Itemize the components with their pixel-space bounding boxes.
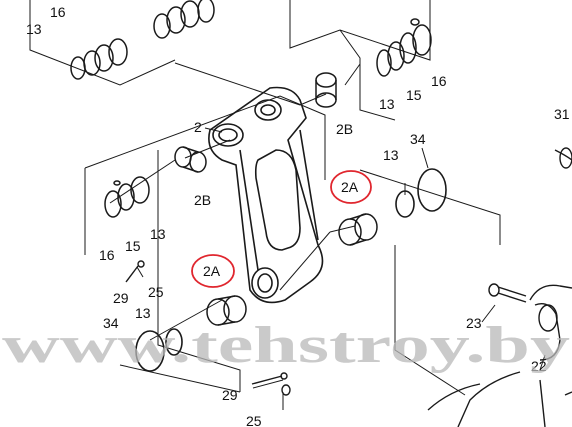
pin-fitting-lower xyxy=(251,372,291,396)
label-2a-left: 2A xyxy=(203,263,221,279)
bushing-2b-top xyxy=(315,72,337,108)
label-22: 22 xyxy=(531,358,547,374)
label-31: 31 xyxy=(554,106,570,122)
seal-bottom-left xyxy=(135,328,183,372)
label-16-top-right: 16 xyxy=(431,73,447,89)
label-13-top-right: 13 xyxy=(379,96,395,112)
panel-frames xyxy=(29,0,501,396)
label-2b-left: 2B xyxy=(194,192,211,208)
pin-fitting-upper xyxy=(125,260,145,283)
label-29-lower: 29 xyxy=(222,387,238,403)
highlight-2a-left xyxy=(191,254,235,288)
label-16-top-left: 16 xyxy=(50,4,66,20)
highlight-circles xyxy=(191,170,372,288)
left-hardware xyxy=(104,176,150,218)
highlight-2a-right xyxy=(330,170,372,204)
label-15-top-right: 15 xyxy=(406,87,422,103)
label-2: 2 xyxy=(194,119,202,135)
label-15-left: 15 xyxy=(125,238,141,254)
machine-housing xyxy=(427,147,572,427)
label-13-bottom-left: 13 xyxy=(135,305,151,321)
seal-right xyxy=(395,168,447,218)
bushing-2b-left xyxy=(174,146,207,173)
bolt-23 xyxy=(488,283,527,303)
label-13-top-left: 13 xyxy=(26,21,42,37)
label-23: 23 xyxy=(466,315,482,331)
top-right-hardware xyxy=(376,18,432,77)
label-13-right: 13 xyxy=(383,147,399,163)
watermark-text: www.tehstroy.by xyxy=(2,317,570,374)
bushing-2a-right xyxy=(338,213,378,246)
label-34-right: 34 xyxy=(410,131,426,147)
label-2a-right: 2A xyxy=(341,179,359,195)
label-13-left: 13 xyxy=(150,226,166,242)
part-labels: 13 16 16 15 13 2 2B 31 34 13 2A 2B 16 15… xyxy=(26,4,570,427)
bushing-2a-left xyxy=(206,295,247,326)
link-arm xyxy=(208,86,324,304)
label-16-left: 16 xyxy=(99,247,115,263)
label-25-lower: 25 xyxy=(246,413,262,427)
label-25-upper: 25 xyxy=(148,284,164,300)
top-left-hardware xyxy=(70,0,215,80)
label-2b-top: 2B xyxy=(336,121,353,137)
label-34-left: 34 xyxy=(103,315,119,331)
label-29-upper: 29 xyxy=(113,290,129,306)
